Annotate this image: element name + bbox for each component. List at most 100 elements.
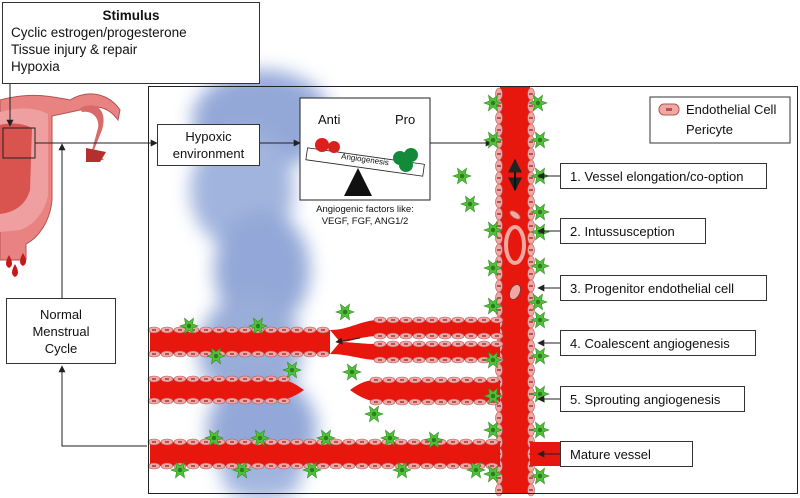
endothelial-cell [303,326,317,334]
endothelial-cell [527,327,535,341]
endothelial-cell [464,340,478,348]
endothelial-cell [412,316,426,324]
endothelial-cell [425,356,439,364]
step-label: 4. Coalescent angiogenesis [570,335,730,351]
uterus-illustration [0,93,121,277]
endothelial-cell [277,438,291,446]
endothelial-cell [395,398,409,406]
endothelial-cell [438,340,452,348]
pericyte-icon [206,347,226,365]
hypoxic-line: environment [172,146,245,161]
endothelial-cell [316,326,330,334]
endothelial-cell [238,397,252,405]
endothelial-cell [412,356,426,364]
endothelial-cell [199,397,213,405]
stimulus-box: Stimulus Cyclic estrogen/progesterone Ti… [2,2,260,84]
endothelial-cell [386,316,400,324]
pericyte-icon [424,431,444,449]
endothelial-cell [316,350,330,358]
pericyte-icon [483,259,503,277]
endothelial-cell [451,340,465,348]
endothelial-cell [446,462,460,470]
endothelial-cell [373,316,387,324]
endothelial-cell [277,350,291,358]
endothelial-cell [225,438,239,446]
endothelial-cell [199,326,213,334]
endothelial-cell [421,398,435,406]
endothelial-cell [399,356,413,364]
balance-scale-icon [299,97,431,201]
pericyte-icon [528,94,548,112]
endothelial-cell [460,398,474,406]
endothelial-cell [433,462,447,470]
endothelial-cell [412,340,426,348]
step-box-sprouting: 5. Sprouting angiogenesis [560,386,745,412]
pericyte-icon [392,461,412,479]
endothelial-cell [225,326,239,334]
endothelial-cell [408,398,422,406]
endothelial-cell [459,462,473,470]
endothelial-cell [329,462,343,470]
pericyte-icon [483,94,503,112]
endothelial-cell [369,398,383,406]
endothelial-cell [495,195,503,209]
pericyte-icon [530,131,550,149]
vessel-row-coalescent-upper [150,320,500,360]
caption-line: VEGF, FGF, ANG1/2 [321,216,409,227]
endothelial-cell [386,332,400,340]
endothelial-cell [425,332,439,340]
endothelial-cell [421,376,435,384]
stimulus-title: Stimulus [102,8,160,23]
endothelial-cell [382,398,396,406]
pericyte-icon [528,293,548,311]
pericyte-icon [380,429,400,447]
endothelial-cell [373,356,387,364]
step-box-mature-vessel: Mature vessel [560,441,693,467]
endothelial-cell [251,462,265,470]
legend-swatches [649,96,791,144]
endothelial-cell [264,326,278,334]
pericyte-icon [530,347,550,365]
endothelial-cell [369,376,383,384]
stimulus-item: Hypoxia [11,59,60,74]
endothelial-cell [238,375,252,383]
anti-label: Anti [318,112,341,127]
endothelial-cell [373,332,387,340]
stimulus-item: Tissue injury & repair [11,42,138,57]
pericyte-icon [530,311,550,329]
endothelial-cell [490,316,504,324]
endothelial-cell [447,376,461,384]
endothelial-cell [147,462,161,470]
pericyte-icon [530,421,550,439]
endothelial-cell [160,438,174,446]
endothelial-cell [212,375,226,383]
endothelial-cell [225,397,239,405]
pericyte-icon [364,405,384,423]
endothelial-cell [264,397,278,405]
endothelial-cell [527,171,535,185]
pericyte-icon [342,363,362,381]
endothelial-cell [368,438,382,446]
endothelial-cell [290,350,304,358]
step-label: 1. Vessel elongation/co-option [570,168,744,184]
pericyte-icon [483,421,503,439]
endothelial-cell [477,332,491,340]
endothelial-cell [407,462,421,470]
endothelial-cell [477,316,491,324]
endothelial-cell [160,462,174,470]
endothelial-cell [186,438,200,446]
stimulus-item: Cyclic estrogen/progesterone [11,25,187,40]
pro-label: Pro [395,112,416,127]
endothelial-cell [451,356,465,364]
endothelial-cell [399,316,413,324]
endothelial-cell [290,462,304,470]
endothelial-cell [459,438,473,446]
pericyte-icon [483,351,503,369]
pericyte-icon [204,429,224,447]
endothelial-cell [290,438,304,446]
endothelial-cell [527,315,535,329]
step-box-coalescent: 4. Coalescent angiogenesis [560,330,756,356]
endothelial-cell [473,398,487,406]
endothelial-cell [264,375,278,383]
endothelial-cell [212,326,226,334]
